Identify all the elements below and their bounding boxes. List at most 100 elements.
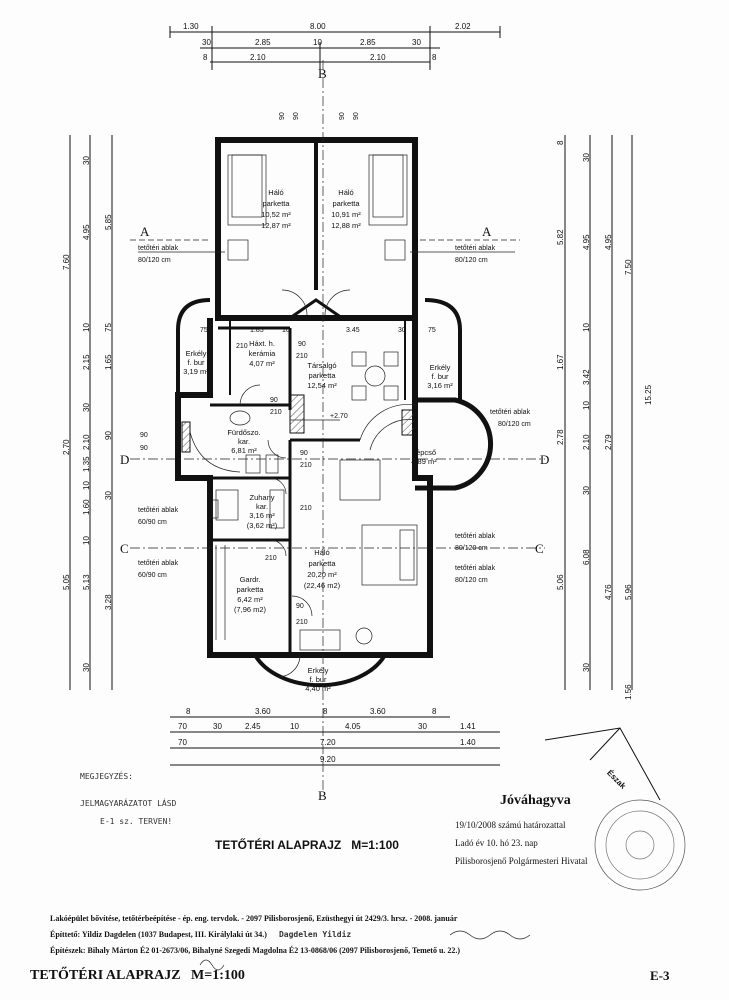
- bottom-title: TETŐTÉRI ALAPRAJZ M=1:100: [30, 968, 245, 984]
- dim-left-17: 5.05: [62, 574, 71, 590]
- section-a-left: A: [140, 224, 150, 239]
- halo2-floor: parketta: [332, 199, 360, 208]
- window-stair-label: tetőtéri ablak: [490, 409, 531, 416]
- int-dim-23: 210: [296, 619, 308, 626]
- approval-title: Jóváhagyva: [500, 793, 571, 808]
- footer-client-text: Építtető: Yildiz Dagdelen (1037 Budapest…: [50, 930, 267, 939]
- int-dim-2: 90: [339, 112, 346, 120]
- dim-left-14: 1.60: [82, 499, 91, 515]
- erkely-right-name: Erkély: [430, 363, 451, 372]
- dim-right-4: 4.95: [604, 234, 613, 250]
- int-dim-14: 210: [270, 409, 282, 416]
- section-b-top: B: [318, 66, 327, 81]
- dim-right-0: 8: [556, 140, 565, 145]
- tarsalgo-name: Társalgó: [307, 361, 336, 370]
- window-e1-label: tetőtéri ablak: [455, 533, 496, 540]
- room-zuhany: Zuhany kar. 3,16 m² (3,62 m²): [247, 493, 278, 530]
- dim-bot-3: 3.60: [370, 707, 386, 716]
- haztart-area: 4,07 m²: [249, 359, 275, 368]
- room-gardrob: Gardr. parketta 6,42 m² (7,96 m2): [234, 575, 267, 614]
- erkely-right-area: 3,16 m²: [427, 381, 453, 390]
- approval-line-1: 19/10/2008 számú határozattal: [455, 820, 566, 830]
- dim-top-5: 10: [313, 38, 322, 47]
- dim-right-9: 10: [582, 401, 591, 410]
- int-dim-5: 1.85: [250, 327, 264, 334]
- halo1-name: Háló: [268, 188, 283, 197]
- dim-right-10: 2.78: [556, 429, 565, 445]
- dim-bot-6: 30: [213, 722, 222, 731]
- dim-left-10: 2.10: [82, 434, 91, 450]
- dim-bot-5: 70: [178, 722, 187, 731]
- dim-bot-4: 8: [432, 707, 437, 716]
- room-erkely-bottom: Erkély f. bur 4,40 m²: [305, 666, 331, 693]
- dim-top-6: 2.85: [360, 38, 376, 47]
- dim-top-2: 2.02: [455, 22, 471, 31]
- dim-top-10: 2.10: [370, 53, 386, 62]
- halo3-name: Háló: [314, 548, 329, 557]
- dim-left-19: 3.28: [104, 594, 113, 610]
- footer-architects: Építészek: Bihaly Márton É2 01-2673/06, …: [50, 946, 461, 955]
- approval-stamp: [594, 799, 686, 891]
- left-dimensions: 30 4.95 5.85 7.60 75 10 2.15 1.65 30 2.7…: [62, 156, 113, 672]
- dim-left-20: 30: [82, 663, 91, 672]
- int-dim-8: 30: [398, 327, 406, 334]
- room-furdo: Fürdőszo. kar. 6,81 m²: [227, 428, 260, 455]
- signature-mark: [199, 930, 531, 971]
- dim-left-8: 30: [82, 403, 91, 412]
- window-nw-label: tetőtéri ablak: [138, 245, 179, 252]
- dim-right-20: 1.56: [624, 684, 633, 700]
- furdo-name: Fürdőszo.: [227, 428, 260, 437]
- dim-top-7: 30: [412, 38, 421, 47]
- section-a-right: A: [482, 224, 492, 239]
- int-dim-6: 10: [282, 327, 290, 334]
- tarsalgo-floor: parketta: [308, 371, 336, 380]
- wc-area-2: (3,62 m²): [247, 521, 278, 530]
- dim-left-9: 2.70: [62, 439, 71, 455]
- dim-right-6: 10: [582, 323, 591, 332]
- dim-left-1: 4.95: [82, 224, 91, 240]
- room-halo-3: Háló parketta 20,20 m² (22,46 m2): [304, 548, 341, 590]
- section-d-right: D: [540, 452, 549, 467]
- furdo-area: 6,81 m²: [231, 446, 257, 455]
- halo3-area-2: (22,46 m2): [304, 581, 341, 590]
- dim-left-12: 1.35: [82, 456, 91, 472]
- haztart-floor: kerámia: [249, 349, 277, 358]
- room-tarsalgo: Társalgó parketta 12,54 m²: [307, 361, 337, 390]
- window-w2-size: 60/90 cm: [138, 572, 167, 579]
- int-dim-20: 210: [300, 505, 312, 512]
- bottom-dimensions: 8 3.60 8 3.60 8 70 30 2.45 10 4.05 30 1.…: [178, 707, 476, 764]
- lepcso-name: Lépcső: [412, 448, 436, 457]
- dim-top-11: 8: [432, 53, 437, 62]
- note-line-1: JELMAGYARÁZATOT LÁSD: [80, 799, 177, 808]
- note-heading: MEGJEGYZÉS:: [80, 772, 133, 781]
- erkely-bottom-name: Erkély: [308, 666, 329, 675]
- int-dim-4: 75: [200, 327, 208, 334]
- dim-right-2: 5.82: [556, 229, 565, 245]
- dim-left-13: 10: [82, 481, 91, 490]
- dim-bot-12: 70: [178, 738, 187, 747]
- dim-left-0: 30: [82, 156, 91, 165]
- gardrob-area: 6,42 m²: [237, 595, 263, 604]
- dim-right-16: 4.76: [604, 584, 613, 600]
- footer-client: Építtető: Yildiz Dagdelen (1037 Budapest…: [50, 930, 351, 939]
- north-arrow-icon: [544, 727, 661, 801]
- int-dim-21: 210: [265, 555, 277, 562]
- section-c-right: C: [535, 541, 544, 556]
- footer-client-signature: Dagdelen Yildiz: [278, 930, 352, 939]
- room-haztartas: Háxt. h. kerámia 4,07 m²: [249, 339, 277, 368]
- halo1-area: 10,52 m²: [261, 210, 291, 219]
- dim-left-15: 30: [104, 491, 113, 500]
- dim-right-17: 5.96: [624, 584, 633, 600]
- dim-right-19: 30: [582, 663, 591, 672]
- room-lepcso: Lépcső 4,89 m²: [411, 448, 437, 466]
- erkely-left-floor: f. bur: [187, 358, 205, 367]
- dim-bot-8: 10: [290, 722, 299, 731]
- int-dim-13: 90: [270, 397, 278, 404]
- window-e1-size: 80/120 cm: [455, 545, 488, 552]
- halo2-area: 10,91 m²: [331, 210, 361, 219]
- erkely-bottom-floor: f. bur: [309, 675, 327, 684]
- window-w1-size: 60/90 cm: [138, 519, 167, 526]
- window-stair-size: 80/120 cm: [498, 421, 531, 428]
- lepcso-area: 4,89 m²: [411, 457, 437, 466]
